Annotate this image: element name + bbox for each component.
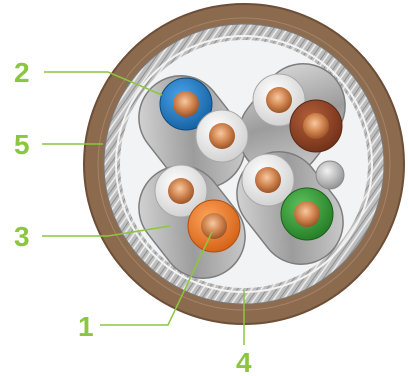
callout-label-2: 2 <box>14 57 30 88</box>
conductor-orange <box>187 199 241 253</box>
conductor-brown <box>289 99 343 153</box>
conductor-blue <box>159 77 213 131</box>
callout-label-4: 4 <box>236 347 252 376</box>
leader-line-3 <box>42 225 171 237</box>
conductor-green <box>280 187 334 241</box>
callout-label-5: 5 <box>14 129 30 160</box>
leader-line-1 <box>100 231 213 326</box>
conductor-white-green-pair <box>241 153 295 207</box>
conductor-white-brown-pair <box>252 73 306 127</box>
conductors <box>154 73 345 253</box>
drain-wire <box>315 160 345 190</box>
callout-lines <box>42 71 245 345</box>
leader-line-2 <box>44 71 163 96</box>
callout-label-3: 3 <box>14 221 30 252</box>
callout-label-1: 1 <box>78 311 94 342</box>
callout-labels: 2 5 3 1 4 <box>14 57 252 376</box>
conductor-white-orange-pair <box>154 164 208 218</box>
conductor-white-blue-pair <box>195 109 249 163</box>
